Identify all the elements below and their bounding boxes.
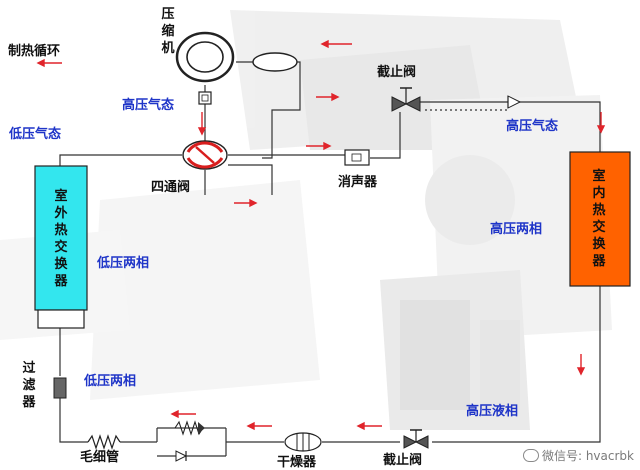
diagram-title: 制热循环 [8, 44, 61, 59]
watermark: 微信号: hvacrbk [522, 447, 634, 464]
stop-valve-top [391, 87, 421, 112]
flow-arrow-suction [197, 112, 207, 136]
flow-arrow-right-mid [576, 354, 586, 376]
four-way-valve-label: 四通阀 [151, 180, 191, 195]
capillary-tube [87, 434, 121, 450]
flow-arrow-bottom-mid [246, 421, 272, 431]
compressor [175, 31, 298, 105]
flow-arrows [36, 39, 606, 431]
low-gas-label: 低压气态 [9, 127, 62, 142]
high-two-phase-label: 高压两相 [490, 222, 543, 237]
indoor-hx-label: 室内热交换器 [592, 169, 606, 269]
indoor-heat-exchanger [569, 151, 631, 287]
flow-arrow-riser [316, 92, 340, 102]
pipe-valve-bottom-b [228, 164, 273, 195]
wechat-icon [522, 449, 539, 462]
compressor-label: 压缩机 [161, 7, 175, 56]
muffler [344, 149, 370, 166]
compressor-port [198, 91, 212, 105]
flow-arrow-valve-right [306, 141, 332, 151]
outdoor-heat-exchanger [34, 165, 88, 329]
flow-arrow-right-top [596, 112, 606, 134]
flow-arrow-top [320, 39, 352, 49]
check-valve-assembly [174, 420, 205, 462]
pipe-check-top [156, 427, 227, 457]
stop-valve-bottom-label: 截止阀 [383, 453, 423, 468]
background-collage [0, 10, 612, 430]
pipe-valve-left [59, 154, 182, 166]
low-two-phase-label-2: 低压两相 [84, 374, 137, 389]
filter [53, 377, 67, 399]
dryer-label: 干燥器 [277, 455, 317, 470]
capillary-label: 毛细管 [80, 450, 120, 465]
check-valve-top [507, 95, 522, 109]
pipe-indoor-down [432, 286, 601, 443]
four-way-valve [182, 140, 228, 170]
stop-valve-bottom [403, 429, 429, 449]
filter-label: 过滤器 [22, 361, 36, 410]
low-two-phase-label-1: 低压两相 [97, 256, 150, 271]
accumulator [252, 52, 298, 72]
flow-arrow-bottom-right [356, 421, 382, 431]
watermark-text: 微信号: hvacrbk [541, 449, 634, 463]
high-gas-left-label: 高压气态 [122, 98, 175, 113]
muffler-label: 消声器 [338, 175, 378, 190]
pipe-to-filter [59, 398, 88, 443]
outdoor-hx-label: 室外热交换器 [54, 189, 68, 289]
pipe-stopvalve-right [410, 101, 601, 152]
flow-arrow-title [36, 58, 62, 68]
high-gas-right-label: 高压气态 [506, 119, 559, 134]
pipe-network [59, 61, 601, 457]
stop-valve-top-label: 截止阀 [377, 65, 417, 80]
pipe-to-muffler-top [262, 61, 301, 159]
pipe-muffler-stopvalve [370, 112, 401, 159]
high-liquid-label: 高压液相 [466, 404, 519, 419]
dryer [284, 432, 322, 452]
flow-arrow-valve-bottom [234, 198, 258, 208]
flow-arrow-bottom-left [170, 409, 196, 419]
